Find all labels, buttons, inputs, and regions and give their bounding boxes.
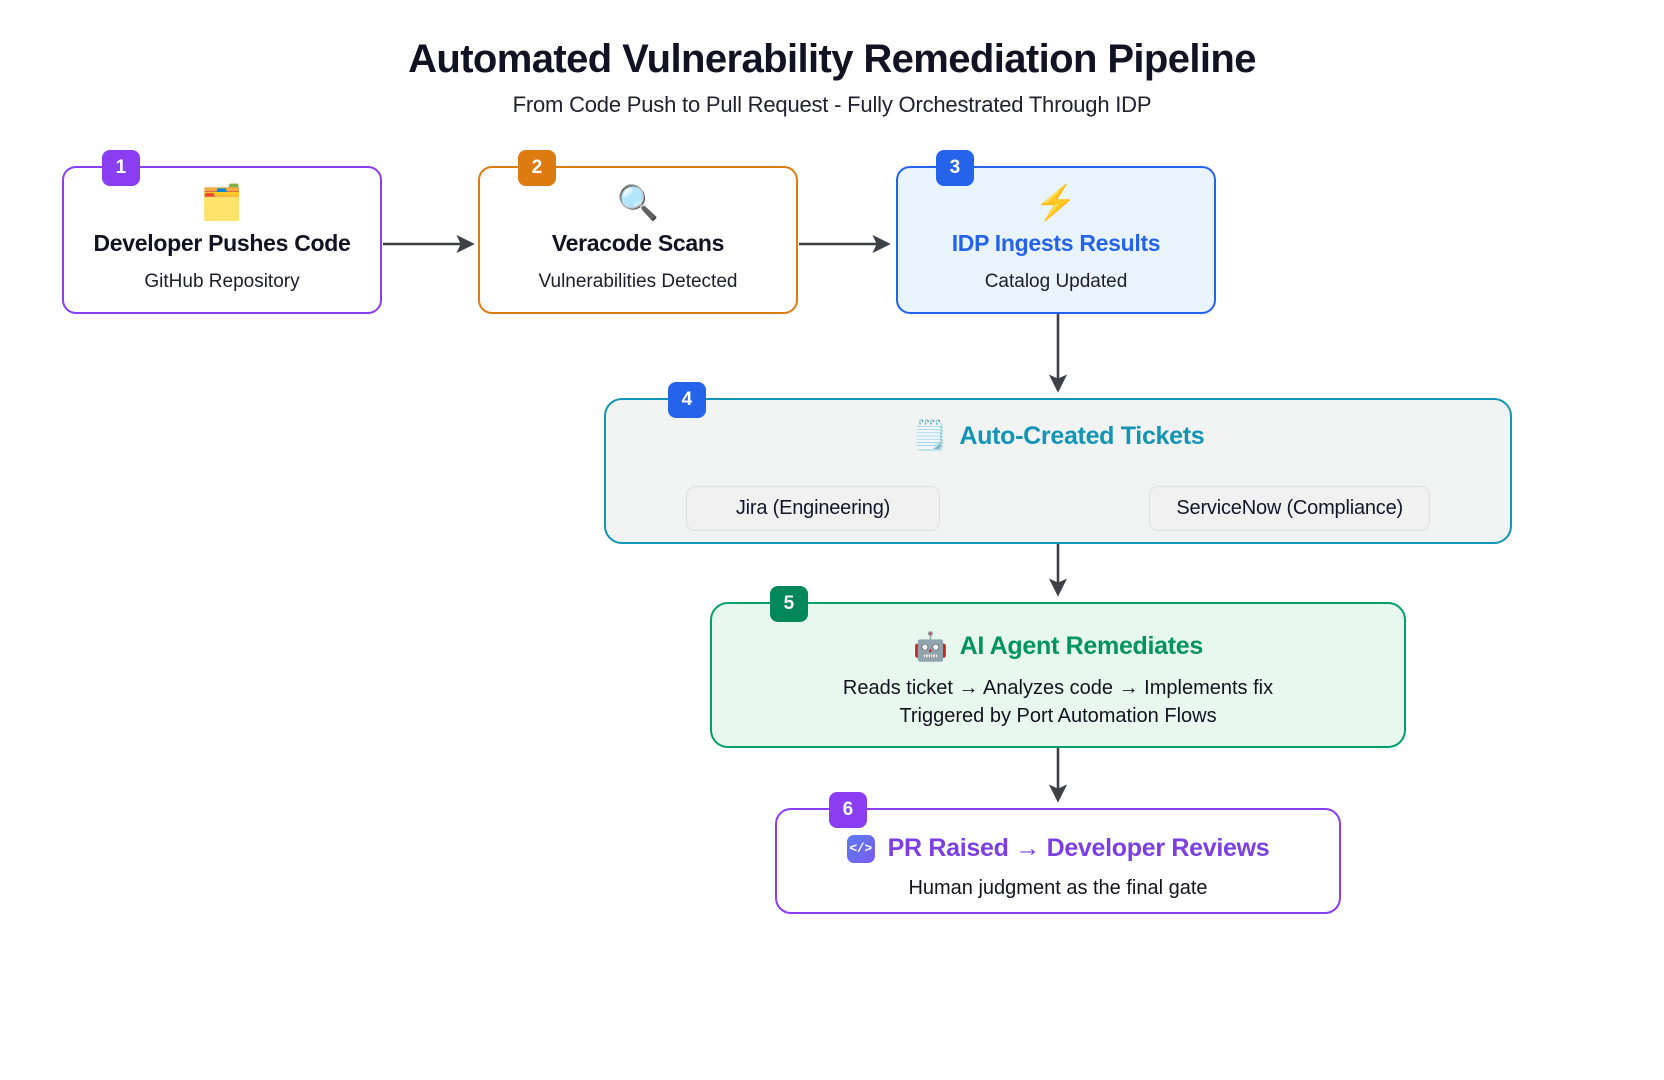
step-card-developer-pushes-code[interactable]: 1 🗂️ Developer Pushes Code GitHub Reposi… bbox=[62, 150, 382, 314]
step-card-auto-created-tickets[interactable]: 4 🗒️ Auto-Created Tickets Jira (Engineer… bbox=[604, 382, 1512, 544]
magnifying-glass-icon: 🔍 bbox=[616, 183, 660, 222]
step-card-ai-agent-remediates[interactable]: 5 🤖 AI Agent Remediates Reads ticket → A… bbox=[710, 586, 1406, 748]
step-body-5-line2: Triggered by Port Automation Flows bbox=[899, 704, 1217, 727]
notepad-icon: 🗒️ bbox=[911, 420, 948, 452]
arrow-step3-to-step4 bbox=[1048, 314, 1068, 393]
step-title-4: Auto-Created Tickets bbox=[959, 422, 1205, 450]
step-subtitle-6: Human judgment as the final gate bbox=[908, 877, 1208, 899]
arrow-step1-to-step2 bbox=[383, 234, 475, 254]
ticket-pill-servicenow[interactable]: ServiceNow (Compliance) bbox=[1149, 486, 1430, 531]
robot-icon: 🤖 bbox=[912, 630, 948, 662]
step-title-3: IDP Ingests Results bbox=[951, 229, 1161, 256]
arrow-step2-to-step3 bbox=[799, 234, 891, 254]
step-subtitle-2: Vulnerabilities Detected bbox=[538, 270, 738, 292]
step-subtitle-1: GitHub Repository bbox=[144, 270, 300, 292]
step-title-2: Veracode Scans bbox=[551, 229, 725, 256]
step-card-idp-ingests-results[interactable]: 3 ⚡ IDP Ingests Results Catalog Updated bbox=[896, 150, 1216, 314]
step-title-5-row: 🤖 AI Agent Remediates bbox=[913, 632, 1203, 661]
step-title-6: PR Raised → Developer Reviews bbox=[887, 834, 1270, 862]
step-badge-3: 3 bbox=[936, 150, 974, 186]
arrow-step4-to-step5 bbox=[1048, 544, 1068, 597]
lightning-bolt-icon: ⚡ bbox=[1034, 183, 1078, 222]
diagram-header: Automated Vulnerability Remediation Pipe… bbox=[0, 36, 1664, 118]
page-subtitle: From Code Push to Pull Request - Fully O… bbox=[512, 92, 1152, 117]
code-brackets-icon: </> bbox=[846, 834, 875, 863]
step-title-6-row: </> PR Raised → Developer Reviews bbox=[846, 834, 1270, 863]
step-title-4-row: 🗒️ Auto-Created Tickets bbox=[912, 422, 1205, 451]
step-subtitle-3: Catalog Updated bbox=[984, 270, 1128, 292]
step-body-5: Reads ticket → Analyzes code → Implement… bbox=[843, 675, 1273, 730]
step-badge-4: 4 bbox=[668, 382, 706, 418]
step-card-veracode-scans[interactable]: 2 🔍 Veracode Scans Vulnerabilities Detec… bbox=[478, 150, 798, 314]
step-badge-5: 5 bbox=[770, 586, 808, 622]
step-card-pr-raised-developer-reviews[interactable]: 6 </> PR Raised → Developer Reviews Huma… bbox=[775, 792, 1341, 914]
step-body-5-line1: Reads ticket → Analyzes code → Implement… bbox=[842, 677, 1274, 699]
step-title-1: Developer Pushes Code bbox=[93, 229, 351, 256]
code-document-icon: 🗂️ bbox=[200, 183, 244, 222]
ticket-system-list: Jira (Engineering) ServiceNow (Complianc… bbox=[686, 486, 1430, 531]
step-badge-2: 2 bbox=[518, 150, 556, 186]
step-badge-6: 6 bbox=[829, 792, 867, 828]
step-title-5: AI Agent Remediates bbox=[959, 632, 1204, 660]
arrow-step5-to-step6 bbox=[1048, 748, 1068, 803]
ticket-pill-jira[interactable]: Jira (Engineering) bbox=[686, 486, 940, 531]
page-title: Automated Vulnerability Remediation Pipe… bbox=[408, 37, 1256, 81]
step-badge-1: 1 bbox=[102, 150, 140, 186]
